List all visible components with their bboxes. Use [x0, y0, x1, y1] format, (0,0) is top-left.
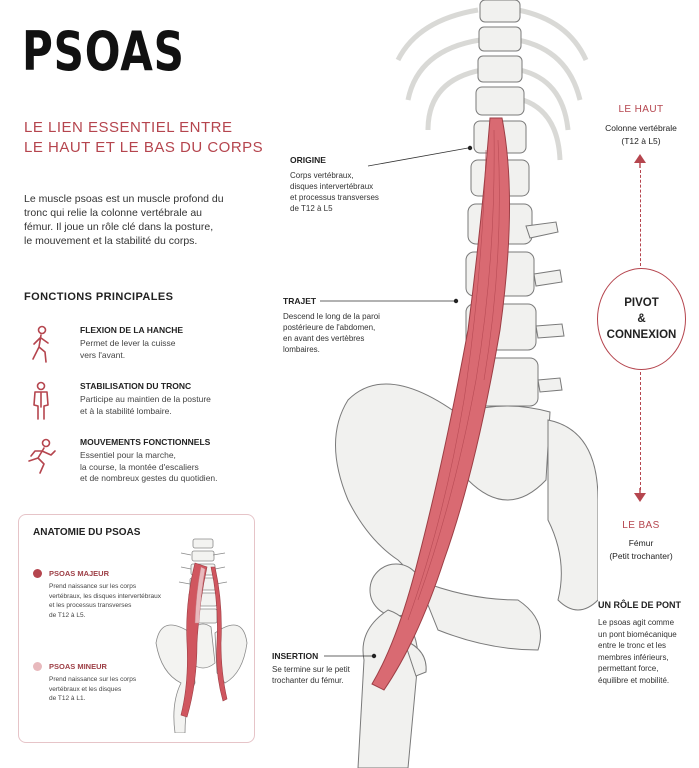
insertion-marker	[371, 653, 377, 659]
anatomy-desc-line: de T12 à L5.	[49, 611, 86, 619]
trajet-marker	[453, 298, 459, 304]
role-desc-line: permettant force,	[598, 664, 659, 673]
function-desc: Permet de lever la cuisse vers l'avant.	[80, 338, 260, 361]
function-desc-line: la course, la montée d'escaliers	[80, 461, 199, 472]
callout-line: lombaires.	[283, 345, 320, 354]
function-title: FLEXION DE LA HANCHE	[80, 325, 184, 335]
psoas-major-desc: Prend naissance sur les corps vertébraux…	[49, 582, 164, 620]
function-desc-line: Participe au maintien de la posture	[80, 394, 211, 404]
callout-line: et processus transverses	[290, 193, 379, 202]
callout-line: postérieure de l'abdomen,	[283, 323, 376, 332]
le-haut-desc: Colonne vertébrale (T12 à L5)	[588, 122, 694, 148]
psoas-minor-dot	[33, 662, 42, 671]
role-desc-line: Le psoas agit comme	[598, 618, 675, 627]
haut-desc-line: (T12 à L5)	[621, 136, 661, 146]
anatomy-desc-line: Prend naissance sur les corps	[49, 583, 137, 590]
anatomy-desc-line: de T12 à L1.	[49, 695, 86, 702]
psoas-minor-desc: Prend naissance sur les corps vertébraux…	[49, 675, 164, 704]
function-desc-line: et de nombreux gestes du quotidien.	[80, 473, 218, 483]
callout-line: de T12 à L5	[290, 204, 333, 213]
function-item-functional-movements: MOUVEMENTS FONCTIONNELS Essentiel pour l…	[24, 437, 264, 487]
pivot-text: PIVOT	[624, 297, 659, 309]
anatomy-panel: ANATOMIE DU PSOAS PSOAS MAJEUR Prend nai…	[18, 514, 255, 743]
subtitle-line-1: LE LIEN ESSENTIEL ENTRE	[24, 119, 233, 136]
role-desc-line: équilibre et mobilité.	[598, 675, 670, 685]
role-desc-line: membres inférieurs,	[598, 652, 669, 662]
pivot-ampersand: &	[637, 313, 646, 325]
running-person-icon	[28, 438, 56, 474]
role-title: UN RÔLE DE PONT	[598, 600, 682, 610]
psoas-anatomy-illustration	[155, 538, 248, 733]
bas-desc-line: (Petit trochanter)	[609, 551, 673, 561]
role-desc-line: entre le tronc et les	[598, 641, 667, 650]
function-desc-line: vers l'avant.	[80, 349, 126, 360]
pivot-connexion-circle: PIVOT & CONNEXION	[597, 268, 686, 370]
anatomy-title: ANATOMIE DU PSOAS	[33, 527, 141, 538]
upper-dashed-connector	[640, 170, 641, 266]
function-desc: Essentiel pour la marche, la course, la …	[80, 450, 260, 485]
insertion-desc: Se termine sur le petit trochanter du fé…	[272, 664, 350, 686]
anatomy-desc-line: vertébraux, les disques intervertébraux	[49, 592, 162, 600]
role-desc-line: un pont biomécanique	[598, 629, 677, 639]
arrow-down-icon	[634, 488, 646, 502]
callout-line: Descend le long de la paroi	[283, 312, 380, 321]
callout-line: disques intervertébraux	[290, 182, 374, 191]
anatomy-desc-line: et les processus transverses	[49, 602, 132, 609]
origine-desc: Corps vertébraux, disques intervertébrau…	[290, 170, 379, 214]
subtitle-line-2: LE HAUT ET LE BAS DU CORPS	[24, 139, 264, 156]
trajet-desc: Descend le long de la paroi postérieure …	[283, 311, 380, 355]
origine-marker	[467, 145, 473, 151]
callout-line: en avant des vertèbres	[283, 334, 365, 343]
insertion-title: INSERTION	[272, 651, 319, 661]
anatomy-desc-line: vertébraux et les disques	[49, 685, 122, 693]
standing-torso-icon	[33, 381, 49, 420]
walking-person-icon	[32, 325, 49, 363]
psoas-major-dot	[33, 569, 42, 578]
anatomy-desc-line: Prend naissance sur les corps	[49, 676, 137, 683]
trajet-title: TRAJET	[283, 296, 317, 306]
origine-leader-line	[367, 147, 469, 167]
le-haut-label: LE HAUT	[618, 104, 664, 115]
callout-line: trochanter du fémur.	[272, 676, 344, 685]
page-title: PSOAS	[22, 20, 185, 83]
function-item-trunk-stabilization: STABILISATION DU TRONC Participe au main…	[24, 381, 264, 431]
intro-text: Le muscle psoas est un muscle profond du…	[24, 193, 224, 247]
spine-pelvis-femur-illustration	[320, 0, 598, 768]
connexion-text: CONNEXION	[606, 329, 677, 341]
psoas-major-label: PSOAS MAJEUR	[49, 569, 110, 578]
le-bas-label: LE BAS	[622, 520, 660, 531]
bas-desc-line: Fémur	[628, 538, 654, 548]
origine-title: ORIGINE	[290, 155, 326, 165]
callout-line: Se termine sur le petit	[272, 665, 350, 674]
subtitle: LE LIEN ESSENTIEL ENTRE LE HAUT ET LE BA…	[24, 118, 274, 158]
function-title: MOUVEMENTS FONCTIONNELS	[80, 437, 211, 447]
role-desc: Le psoas agit comme un pont biomécanique…	[598, 617, 696, 686]
function-desc-line: Essentiel pour la marche,	[80, 450, 176, 460]
function-desc-line: et à la stabilité lombaire.	[80, 405, 172, 416]
lower-dashed-connector	[640, 372, 641, 490]
function-title: STABILISATION DU TRONC	[80, 381, 192, 391]
function-item-hip-flexion: FLEXION DE LA HANCHE Permet de lever la …	[24, 325, 264, 375]
le-bas-desc: Fémur (Petit trochanter)	[588, 537, 694, 563]
functions-title: FONCTIONS PRINCIPALES	[24, 291, 174, 303]
callout-line: Corps vertébraux,	[290, 171, 354, 180]
arrow-up-icon	[634, 154, 646, 168]
psoas-minor-label: PSOAS MINEUR	[49, 662, 107, 671]
haut-desc-line: Colonne vertébrale	[605, 123, 677, 133]
function-desc: Participe au maintien de la posture et à…	[80, 394, 260, 417]
function-desc-line: Permet de lever la cuisse	[80, 338, 176, 348]
